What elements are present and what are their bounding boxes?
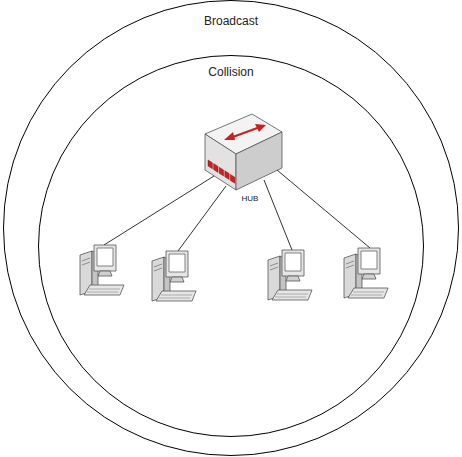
wire: [277, 170, 370, 248]
hub-port: [219, 167, 223, 176]
broadcast-domain: BroadcastCollisionHUB: [3, 0, 459, 456]
hub-device: HUB: [200, 112, 285, 208]
computer-icon: [152, 251, 196, 301]
hub-side-face: [236, 132, 282, 190]
computer-icon: [80, 245, 124, 295]
hub-port: [208, 160, 212, 169]
hub-arrow-head: [255, 124, 266, 132]
node-label: HUB: [230, 194, 270, 203]
hub-front-face: [205, 134, 236, 190]
hub-arrow-shaft: [230, 127, 260, 138]
collision-domain-outline: [38, 55, 424, 437]
node-label: Collision: [38, 65, 424, 79]
hub-port: [214, 164, 218, 173]
node-label: Broadcast: [3, 14, 459, 28]
domain-circle: [39, 56, 424, 437]
domain-circle: [4, 1, 459, 456]
hub-top-face: [205, 114, 282, 154]
hub-port: [225, 171, 229, 180]
hub-device-outline: [200, 112, 285, 208]
computer-icon: [268, 250, 312, 300]
collision-domain: CollisionHUB: [38, 55, 424, 437]
hub-arrow-head: [224, 132, 235, 140]
wire: [178, 186, 226, 251]
computer-icon: [344, 248, 388, 298]
wire: [264, 180, 292, 250]
hub-port: [230, 174, 234, 183]
network-wires: [104, 170, 370, 251]
wire: [104, 176, 214, 245]
